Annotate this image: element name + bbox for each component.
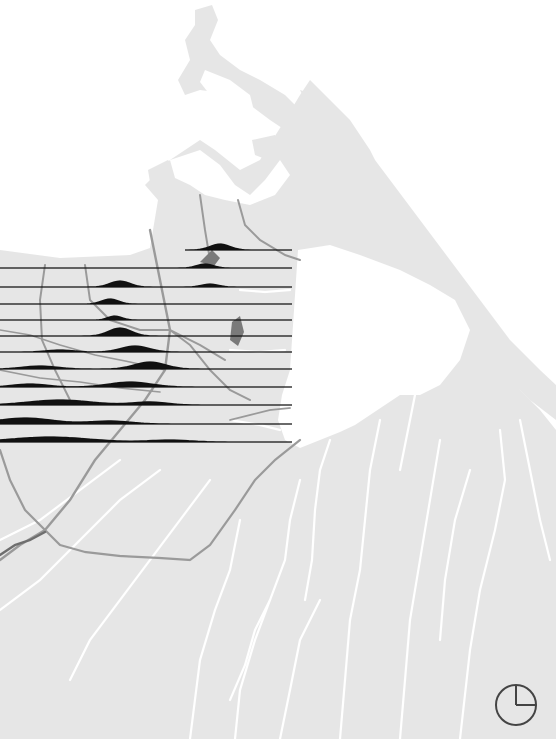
river xyxy=(0,468,162,612)
marker-layer xyxy=(200,250,244,346)
area-marker xyxy=(200,250,220,266)
elevation-profile-line xyxy=(0,361,292,370)
river xyxy=(438,468,472,642)
water-bay xyxy=(278,245,470,448)
land-barrier-strip xyxy=(300,90,556,420)
elevation-profile-line xyxy=(0,381,292,388)
land-island xyxy=(252,135,282,160)
road xyxy=(0,329,166,371)
elevation-profile-line xyxy=(0,263,292,269)
north-arrow-icon xyxy=(495,684,537,726)
water-channel xyxy=(200,70,255,125)
elevation-profile-line xyxy=(0,417,292,425)
road xyxy=(0,369,161,393)
elevation-profile-line xyxy=(0,345,292,353)
river xyxy=(303,438,332,602)
water-layer xyxy=(170,70,470,448)
elevation-profile-line xyxy=(0,280,292,288)
elevation-profile-line xyxy=(185,243,292,251)
land-northern-spit xyxy=(178,5,300,130)
water-inlet xyxy=(170,150,290,205)
river xyxy=(398,393,417,472)
elevation-profile-line xyxy=(0,315,292,321)
river xyxy=(458,428,507,739)
river xyxy=(278,598,322,739)
river xyxy=(228,418,282,432)
river xyxy=(338,418,382,739)
river xyxy=(398,438,442,739)
elevation-profile-line xyxy=(0,298,292,305)
profile-layer xyxy=(0,243,292,443)
road xyxy=(169,329,251,401)
river xyxy=(228,598,272,702)
river xyxy=(68,478,212,682)
road xyxy=(229,407,291,421)
road xyxy=(0,228,172,562)
river-layer xyxy=(0,288,552,739)
road xyxy=(237,199,301,261)
river xyxy=(518,418,552,562)
elevation-profile-line xyxy=(0,436,292,443)
river xyxy=(0,458,122,542)
elevation-profile-line xyxy=(0,399,292,406)
elevation-profile-line xyxy=(0,327,292,337)
river xyxy=(188,518,242,739)
road xyxy=(0,530,47,557)
road xyxy=(84,264,226,361)
road xyxy=(0,438,302,562)
river xyxy=(238,288,292,294)
area-marker xyxy=(230,316,244,346)
road-layer xyxy=(0,194,302,562)
